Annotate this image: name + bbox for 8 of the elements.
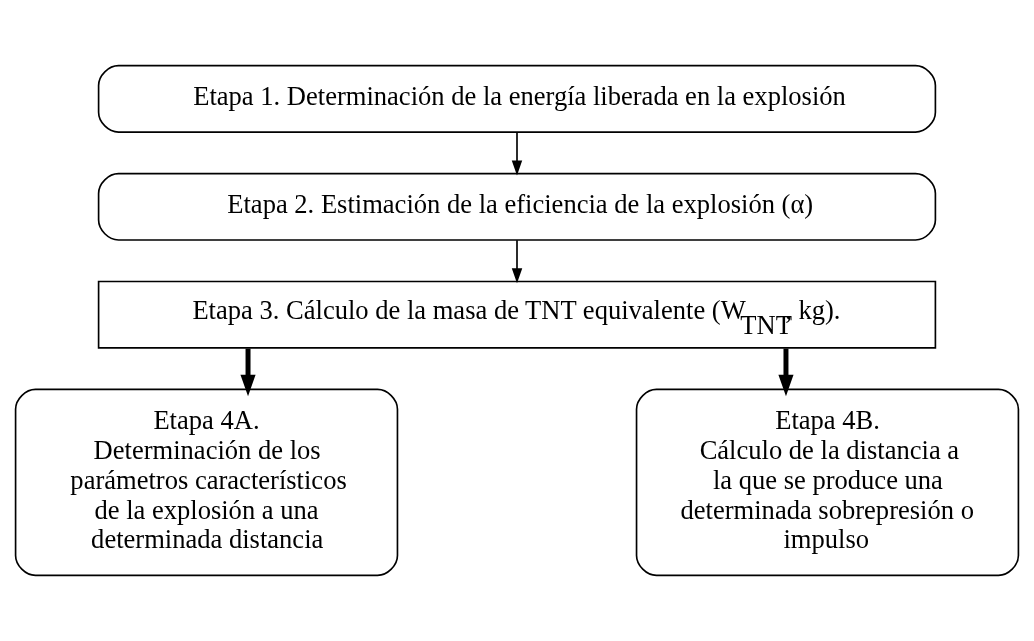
arrow: [778, 348, 794, 397]
arrow: [511, 131, 523, 176]
node-box: Etapa 1. Determinación de la energía liberada en la explosión: [97, 64, 937, 133]
arrow: [240, 348, 256, 397]
node-box: Etapa 4A. Determinación de los parámetros característicos de la explosión a una determinada distancia: [14, 388, 399, 577]
node-box: Etapa 4B. Cálculo de la distancia a la que se produce una determinada sobrepresión o impulso: [635, 388, 1020, 577]
node-box: Etapa 2. Estimación de la eficiencia de la explosión (α): [97, 172, 937, 241]
arrow: [511, 239, 523, 284]
